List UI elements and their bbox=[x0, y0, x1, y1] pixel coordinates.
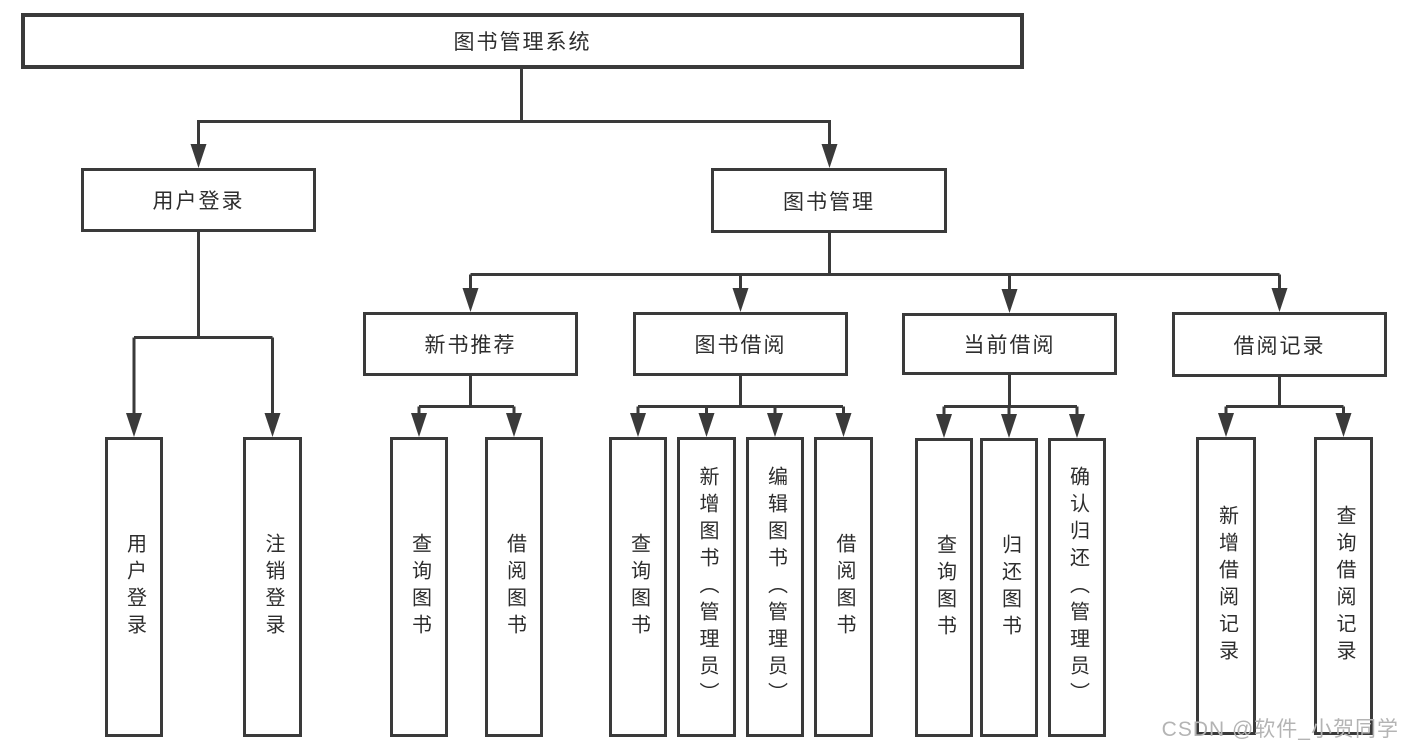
leaf-query-books-1: 查询图书 bbox=[390, 437, 448, 737]
node-new-book-recommend: 新书推荐 bbox=[363, 312, 578, 376]
leaf-confirm-return-admin-label: 确认归还（管理员） bbox=[1066, 466, 1089, 709]
leaf-query-books-3-label: 查询图书 bbox=[933, 533, 956, 642]
leaf-user-login-label: 用户登录 bbox=[123, 533, 146, 641]
node-book-management: 图书管理 bbox=[711, 168, 947, 233]
leaf-query-borrow-record-label: 查询借阅记录 bbox=[1333, 505, 1355, 667]
node-current-borrow-label: 当前借阅 bbox=[963, 334, 1056, 357]
node-new-book-recommend-label: 新书推荐 bbox=[424, 334, 517, 357]
leaf-edit-book-admin-label: 编辑图书（管理员） bbox=[764, 465, 787, 709]
leaf-query-books-2-label: 查询图书 bbox=[627, 533, 650, 641]
leaf-borrow-books-1: 借阅图书 bbox=[485, 437, 543, 737]
node-book-borrow-label: 图书借阅 bbox=[694, 334, 787, 357]
node-book-management-label: 图书管理 bbox=[783, 190, 875, 214]
leaf-query-borrow-record: 查询借阅记录 bbox=[1314, 437, 1373, 735]
leaf-add-book-admin: 新增图书（管理员） bbox=[677, 437, 736, 737]
leaf-borrow-books-2-label: 借阅图书 bbox=[833, 533, 855, 641]
node-borrow-records-label: 借阅记录 bbox=[1233, 334, 1326, 358]
leaf-user-login: 用户登录 bbox=[105, 437, 163, 737]
leaf-add-borrow-record-label: 新增借阅记录 bbox=[1215, 505, 1238, 667]
leaf-add-book-admin-label: 新增图书（管理员） bbox=[696, 465, 718, 709]
node-root-label: 图书管理系统 bbox=[453, 31, 592, 54]
leaf-return-book: 归还图书 bbox=[980, 438, 1038, 737]
leaf-logout-label: 注销登录 bbox=[262, 533, 284, 641]
node-current-borrow: 当前借阅 bbox=[902, 313, 1117, 375]
leaf-confirm-return-admin: 确认归还（管理员） bbox=[1048, 438, 1106, 737]
leaf-logout: 注销登录 bbox=[243, 437, 302, 737]
node-book-borrow: 图书借阅 bbox=[633, 312, 848, 376]
leaf-query-books-3: 查询图书 bbox=[915, 438, 973, 737]
leaf-borrow-books-2: 借阅图书 bbox=[814, 437, 873, 737]
leaf-return-book-label: 归还图书 bbox=[998, 533, 1021, 642]
leaf-edit-book-admin: 编辑图书（管理员） bbox=[746, 437, 804, 737]
node-root: 图书管理系统 bbox=[21, 13, 1024, 69]
leaf-borrow-books-1-label: 借阅图书 bbox=[503, 533, 526, 641]
watermark-text: CSDN @软件_小贺同学 bbox=[1161, 718, 1399, 741]
leaf-add-borrow-record: 新增借阅记录 bbox=[1196, 437, 1256, 735]
node-user-login-label: 用户登录 bbox=[152, 190, 245, 213]
leaf-query-books-2: 查询图书 bbox=[609, 437, 667, 737]
leaf-query-books-1-label: 查询图书 bbox=[408, 533, 431, 641]
node-user-login: 用户登录 bbox=[81, 168, 316, 232]
node-borrow-records: 借阅记录 bbox=[1172, 312, 1387, 377]
